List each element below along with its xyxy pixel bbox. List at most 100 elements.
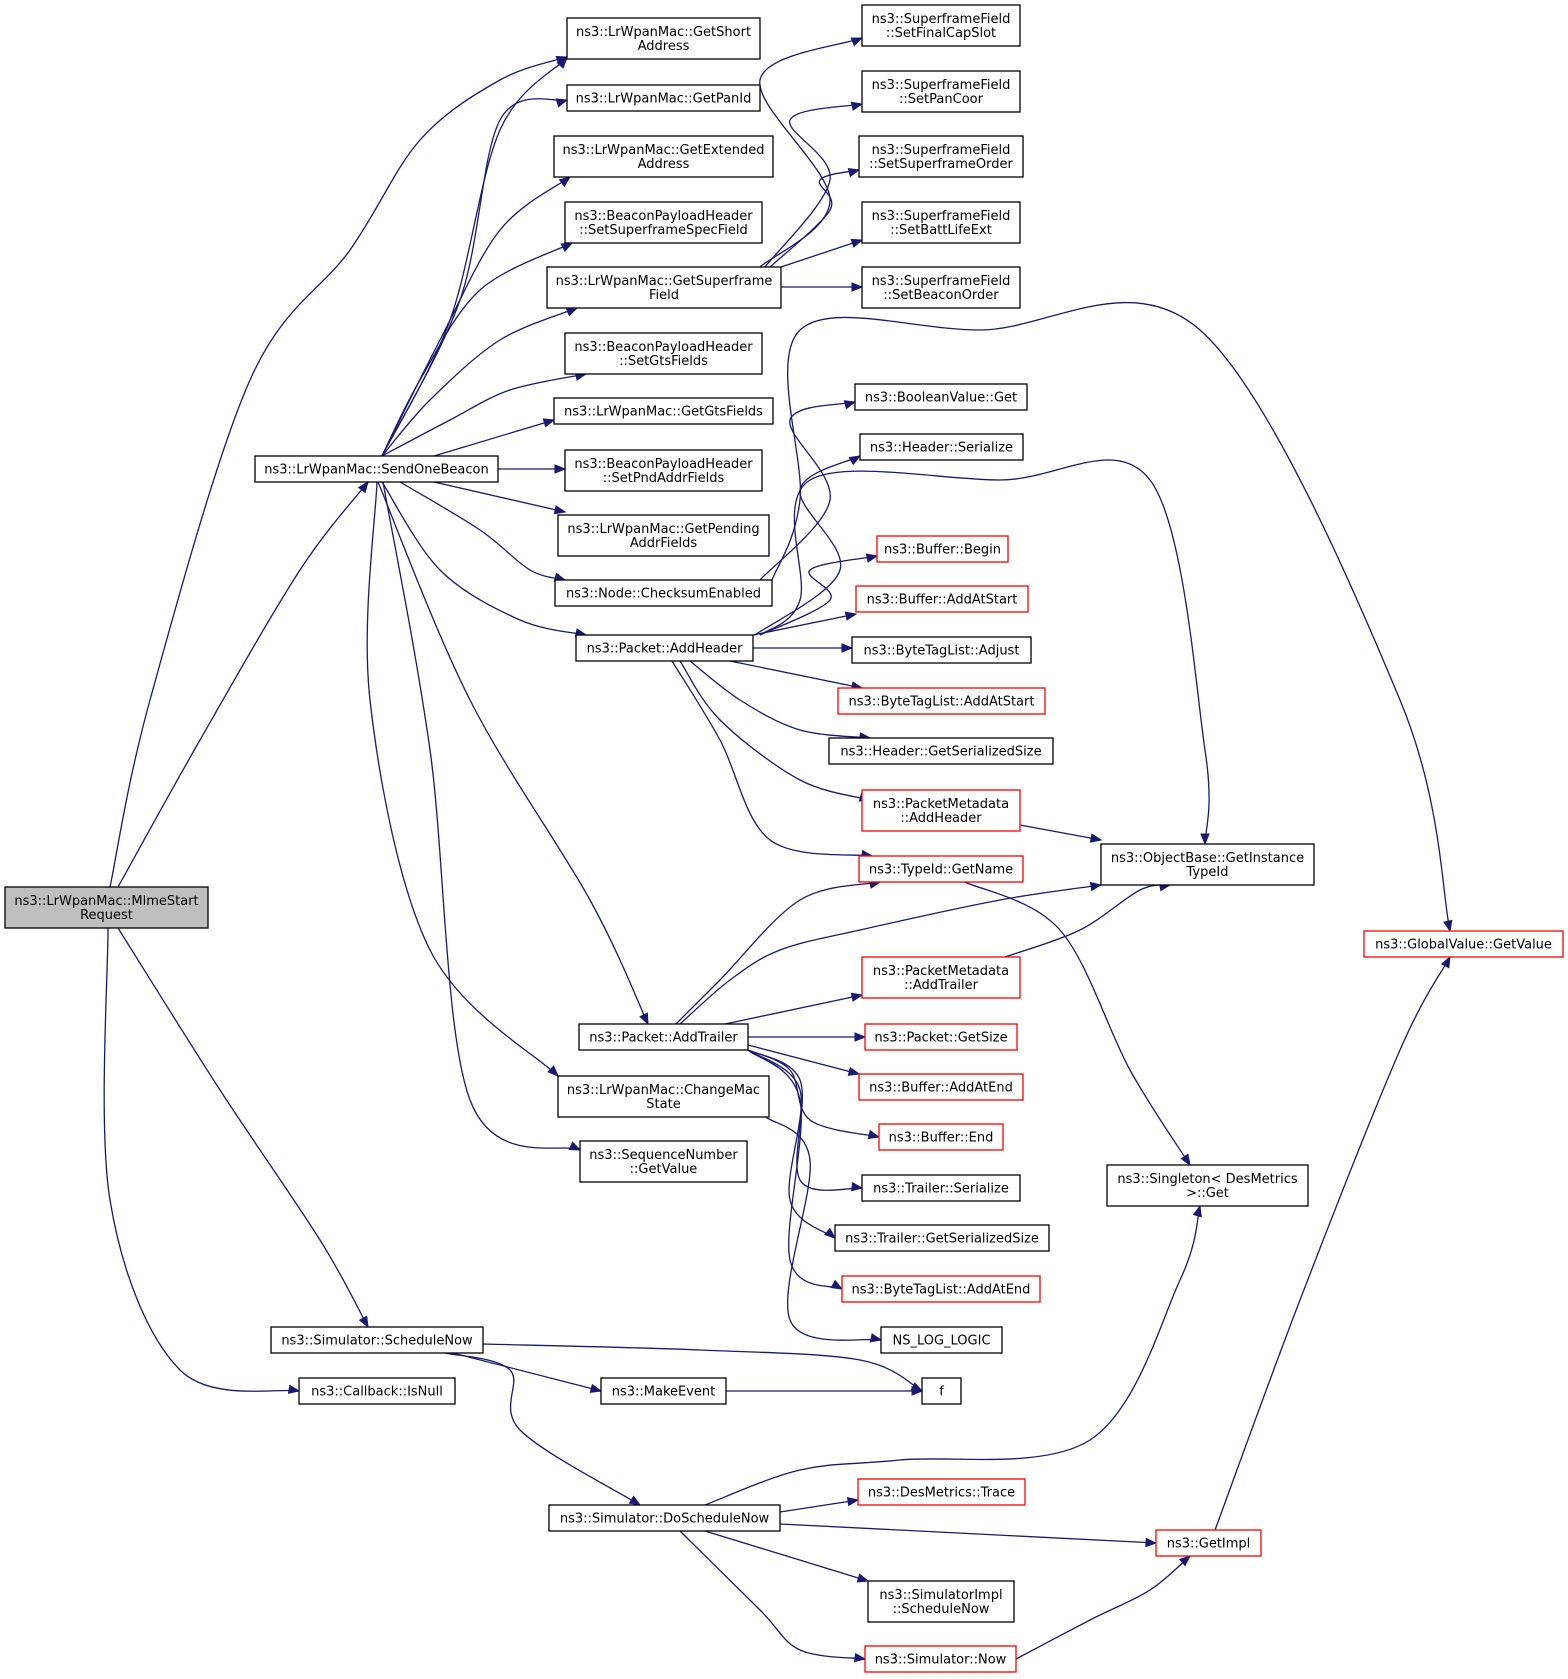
- node-trailerserialize[interactable]: ns3::Trailer::Serialize: [861, 1174, 1021, 1202]
- node-desmetricstrace[interactable]: ns3::DesMetrics::Trace: [857, 1478, 1026, 1506]
- edge-line: [747, 1049, 843, 1290]
- node-seqgetvalue[interactable]: ns3::SequenceNumber::GetValue: [579, 1140, 748, 1183]
- node-typeidgetname[interactable]: ns3::TypeId::GetName: [858, 855, 1024, 883]
- node-f[interactable]: f: [921, 1377, 962, 1405]
- node-setfinalcapslot[interactable]: ns3::SuperframeField::SetFinalCapSlot: [861, 4, 1021, 47]
- node-sendonebeacon[interactable]: ns3::LrWpanMac::SendOneBeacon: [254, 455, 499, 483]
- node-box: [578, 1023, 749, 1051]
- node-label: ::SetBattLifeExt: [890, 223, 992, 238]
- node-box: [1155, 1529, 1262, 1557]
- node-box: [557, 514, 770, 557]
- node-getpanid[interactable]: ns3::LrWpanMac::GetPanId: [566, 84, 761, 112]
- edge-line: [433, 419, 555, 457]
- node-label: ns3::Simulator::DoScheduleNow: [560, 1512, 770, 1527]
- node-box: [564, 332, 763, 375]
- edge-line: [759, 401, 856, 581]
- edge-line: [779, 1523, 1157, 1544]
- edge-n_typeidgetname-to-n_singletonget: [964, 881, 1191, 1167]
- edge-arrowhead: [1089, 881, 1103, 892]
- node-setpndaddrfields[interactable]: ns3::BeaconPayloadHeader::SetPndAddrFiel…: [564, 449, 763, 492]
- node-addheader[interactable]: ns3::Packet::AddHeader: [575, 634, 754, 662]
- node-label: ns3::Trailer::Serialize: [873, 1182, 1009, 1197]
- edge-arrowhead: [847, 168, 861, 178]
- edge-n_sendonebeacon-to-n_changemacstate: [366, 481, 559, 1077]
- node-label: Request: [80, 908, 133, 923]
- node-bufferbegin[interactable]: ns3::Buffer::Begin: [876, 535, 1009, 563]
- edge-n_sendonebeacon-to-n_getpanid: [381, 98, 569, 457]
- node-getgtsfields[interactable]: ns3::LrWpanMac::GetGtsFields: [553, 397, 774, 425]
- edge-n_addtrailer-to-n_packetgetsize: [748, 1032, 867, 1042]
- node-bufferaddatend[interactable]: ns3::Buffer::AddAtEnd: [858, 1073, 1024, 1101]
- node-doschedulenow[interactable]: ns3::Simulator::DoScheduleNow: [548, 1504, 781, 1532]
- node-box: [270, 1326, 484, 1354]
- edge-arrowhead: [830, 1279, 844, 1290]
- node-pmaddheader[interactable]: ns3::PacketMetadata::AddHeader: [861, 789, 1021, 832]
- node-setsuperframespecfield[interactable]: ns3::BeaconPayloadHeader::SetSuperframeS…: [564, 201, 763, 244]
- edge-n_addheader-to-n_bufferaddatstart: [752, 611, 858, 636]
- node-label: ns3::SuperframeField: [872, 209, 1011, 224]
- edge-n_getsuperframefield-to-n_setbattlifeext: [780, 238, 864, 268]
- node-btladjust[interactable]: ns3::ByteTagList::Adjust: [851, 636, 1032, 664]
- edge-n_mlmestart-to-n_sendonebeacon: [117, 480, 369, 888]
- node-box: [553, 397, 774, 425]
- node-nsloglogic[interactable]: NS_LOG_LOGIC: [880, 1326, 1003, 1354]
- node-globalvalueget[interactable]: ns3::GlobalValue::GetValue: [1363, 930, 1564, 958]
- node-singletonget[interactable]: ns3::Singleton< DesMetrics >::Get: [1106, 1164, 1309, 1207]
- node-label: NS_LOG_LOGIC: [892, 1334, 990, 1349]
- node-btladdatend[interactable]: ns3::ByteTagList::AddAtEnd: [841, 1275, 1041, 1303]
- node-box: [858, 135, 1024, 178]
- node-box: [864, 1023, 1018, 1051]
- node-label: ns3::BooleanValue::Get: [865, 391, 1017, 406]
- node-checksumenabled[interactable]: ns3::Node::ChecksumEnabled: [554, 579, 773, 607]
- edge-n_sendonebeacon-to-n_getgtsfields: [433, 418, 556, 457]
- node-box: [861, 4, 1021, 47]
- node-label: ns3::Buffer::AddAtEnd: [869, 1081, 1013, 1096]
- node-setgtsfields[interactable]: ns3::BeaconPayloadHeader::SetGtsFields: [564, 332, 763, 375]
- edge-line: [381, 242, 573, 457]
- edge-arrowhead: [589, 1383, 603, 1393]
- node-pmaddtrailer[interactable]: ns3::PacketMetadata::AddTrailer: [861, 956, 1021, 999]
- node-makeevent[interactable]: ns3::MakeEvent: [600, 1377, 727, 1405]
- edge-n_sendonebeacon-to-n_addheader: [381, 481, 588, 638]
- edge-line: [482, 1343, 923, 1392]
- node-getimpl[interactable]: ns3::GetImpl: [1155, 1529, 1262, 1557]
- node-label: ::SetSuperframeOrder: [869, 157, 1013, 172]
- node-bufferaddatstart[interactable]: ns3::Buffer::AddAtStart: [855, 585, 1029, 613]
- node-booleanget[interactable]: ns3::BooleanValue::Get: [854, 383, 1028, 411]
- node-simnow[interactable]: ns3::Simulator::Now: [864, 1645, 1017, 1673]
- node-label: ::SetFinalCapSlot: [886, 26, 996, 41]
- node-bufferend[interactable]: ns3::Buffer::End: [878, 1123, 1004, 1151]
- edge-line: [382, 481, 581, 1151]
- node-setbattlifeext[interactable]: ns3::SuperframeField::SetBattLifeExt: [861, 201, 1021, 244]
- node-schedulenow[interactable]: ns3::Simulator::ScheduleNow: [270, 1326, 484, 1354]
- edge-n_changemacstate-to-n_nsloglogic: [765, 1116, 883, 1343]
- edge-line: [771, 301, 1451, 932]
- node-simimplschedulenow[interactable]: ns3::SimulatorImpl::ScheduleNow: [867, 1580, 1015, 1623]
- node-headerserialize[interactable]: ns3::Header::Serialize: [859, 433, 1024, 461]
- node-setpancoor[interactable]: ns3::SuperframeField::SetPanCoor: [861, 70, 1021, 113]
- edge-arrowhead: [1145, 1537, 1158, 1548]
- node-box: [566, 17, 761, 60]
- node-setbeaconorder[interactable]: ns3::SuperframeField::SetBeaconOrder: [861, 266, 1021, 309]
- node-label: ns3::SimulatorImpl: [879, 1588, 1002, 1603]
- node-callbackisnull[interactable]: ns3::Callback::IsNull: [298, 1377, 456, 1405]
- node-btladdatstart[interactable]: ns3::ByteTagList::AddAtStart: [837, 687, 1046, 715]
- node-trailergetserializedsize[interactable]: ns3::Trailer::GetSerializedSize: [834, 1224, 1050, 1252]
- node-headergetserializedsize[interactable]: ns3::Header::GetSerializedSize: [828, 737, 1054, 765]
- edge-arrowhead: [558, 176, 572, 188]
- node-label: ns3::SuperframeField: [872, 274, 1011, 289]
- node-box: [579, 1140, 748, 1183]
- node-addtrailer[interactable]: ns3::Packet::AddTrailer: [578, 1023, 749, 1051]
- edge-line: [366, 481, 559, 1077]
- node-packetgetsize[interactable]: ns3::Packet::GetSize: [864, 1023, 1018, 1051]
- edge-line: [117, 481, 369, 888]
- node-box: [575, 634, 754, 662]
- edge-line: [754, 455, 861, 636]
- node-setsuperframeorder[interactable]: ns3::SuperframeField::SetSuperframeOrder: [858, 135, 1024, 178]
